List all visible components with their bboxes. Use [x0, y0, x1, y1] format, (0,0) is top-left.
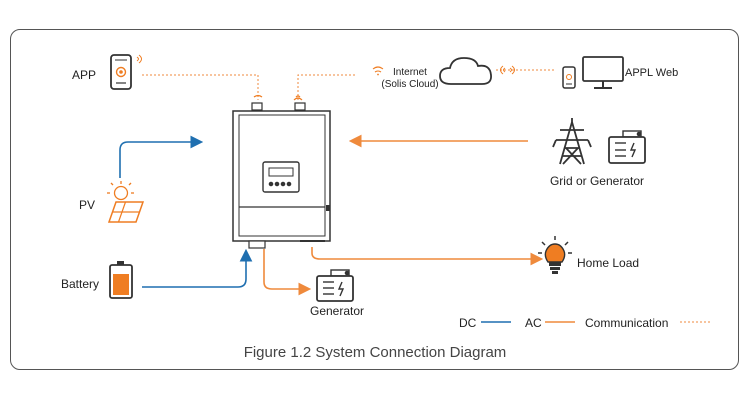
legend-dc-label: DC — [459, 316, 477, 330]
comm-line-app — [142, 74, 259, 100]
label-grid-or-generator: Grid or Generator — [550, 174, 644, 188]
comm-line-internet — [297, 74, 355, 100]
inverter-icon — [232, 102, 331, 249]
label-battery: Battery — [61, 277, 99, 291]
wifi-icon-internet — [372, 66, 384, 76]
generator-icon — [316, 269, 354, 302]
communication-lines — [142, 69, 555, 100]
smartphone-icon-web — [562, 66, 576, 89]
dc-line-pv — [119, 135, 204, 178]
label-app: APP — [72, 68, 96, 82]
solar-panel-icon — [107, 181, 145, 223]
label-generator: Generator — [310, 304, 364, 318]
smartphone-icon — [110, 54, 142, 90]
light-bulb-icon — [538, 236, 572, 274]
diagram-frame — [10, 29, 739, 370]
label-pv: PV — [79, 198, 95, 212]
ac-lines — [263, 134, 544, 296]
label-solis-cloud: (Solis Cloud) — [381, 79, 438, 90]
dc-lines — [119, 135, 253, 288]
generator-icon-grid — [608, 130, 646, 164]
figure-caption: Figure 1.2 System Connection Diagram — [244, 344, 507, 361]
label-internet: Internet — [393, 67, 427, 78]
monitor-icon — [582, 56, 624, 89]
battery-icon — [109, 261, 133, 299]
label-home-load: Home Load — [577, 256, 639, 270]
legend-communication-label: Communication — [585, 316, 668, 330]
cloud-icon — [439, 57, 492, 85]
legend: DC AC Communication — [459, 316, 710, 330]
ac-line-load — [311, 247, 544, 266]
ac-line-generator — [263, 249, 312, 296]
dc-line-battery — [142, 248, 253, 288]
label-appl-web: APPL Web — [625, 67, 678, 79]
legend-ac-label: AC — [525, 316, 542, 330]
signal-icon — [500, 65, 515, 75]
transmission-tower-icon — [552, 118, 592, 165]
wifi-icon — [253, 94, 303, 101]
